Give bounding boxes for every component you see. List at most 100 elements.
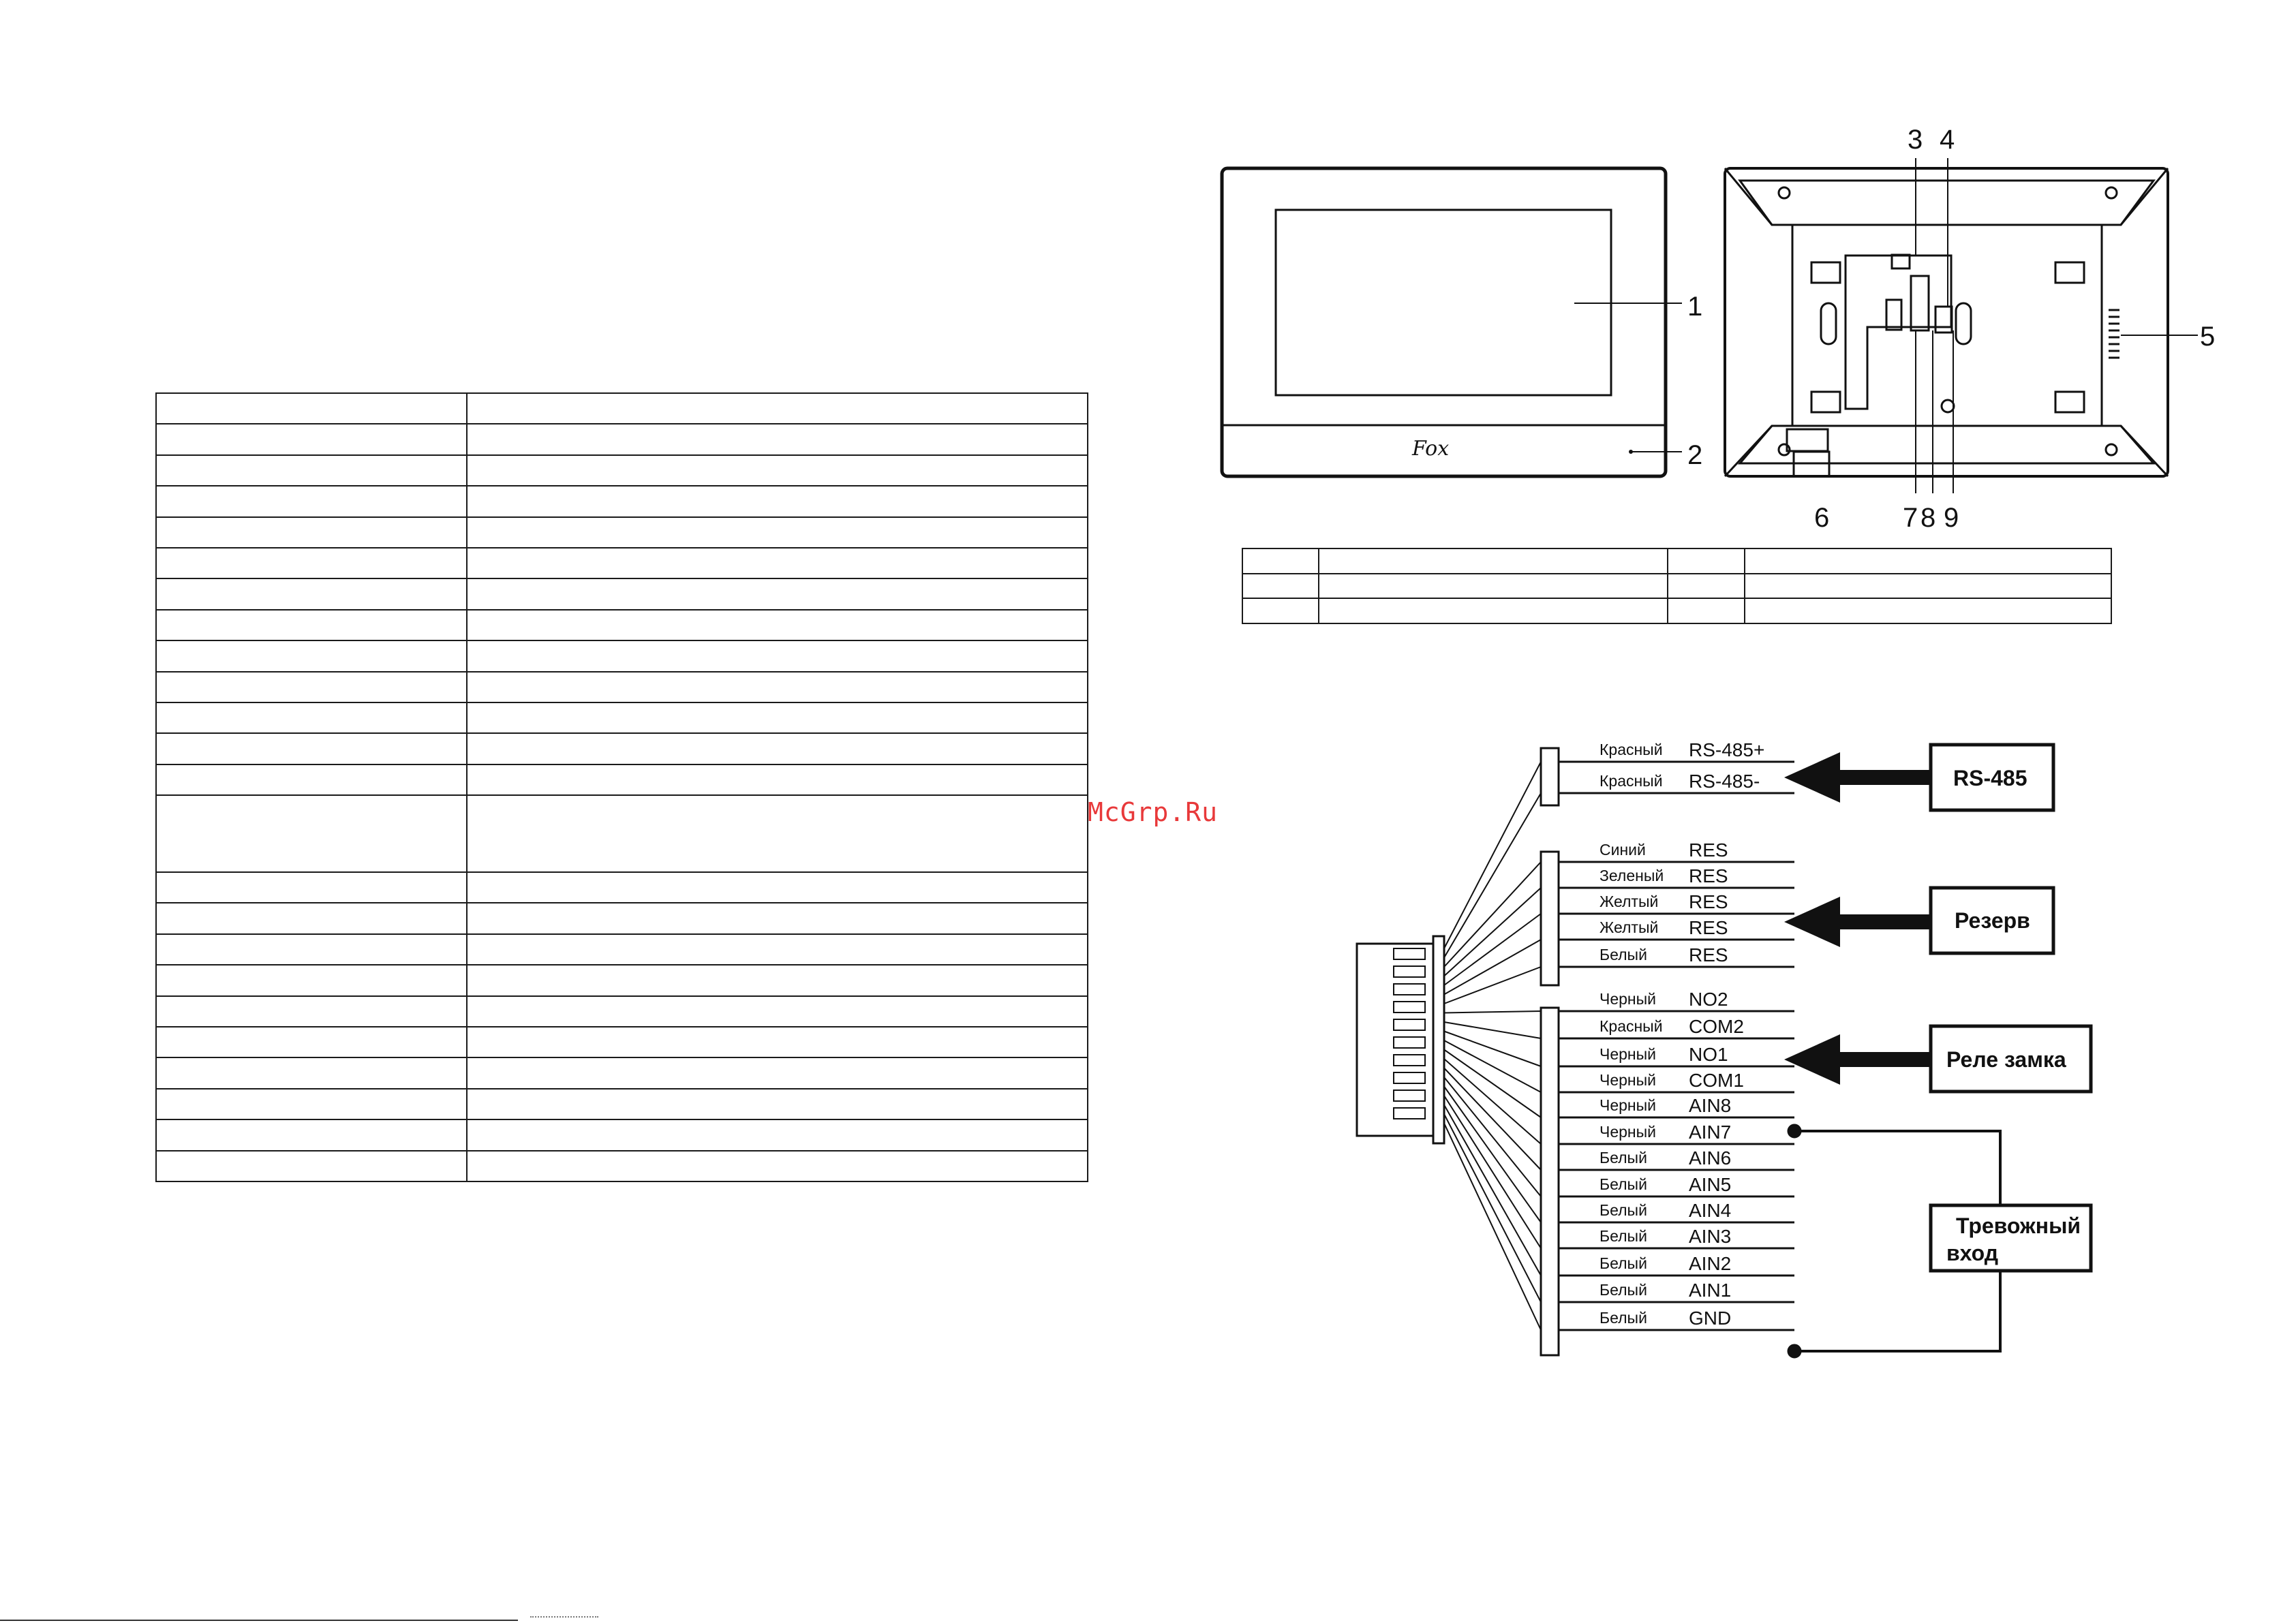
wire-color-label: Белый: [1599, 946, 1647, 963]
arrow-head-reserve: [1784, 897, 1840, 947]
table-cell: [155, 902, 468, 935]
table-row: [155, 732, 1088, 765]
footer-rule: [0, 1620, 518, 1621]
terminal-block-rs485: [1540, 747, 1560, 807]
wire-signal-label: RES: [1689, 865, 1728, 886]
table-cell: [466, 485, 1088, 518]
box-label-alarm-1: Тревожный: [1956, 1214, 2081, 1238]
table-cell: [1318, 572, 1668, 599]
connector-body: [1356, 942, 1435, 1137]
wire-fan-line: [1443, 1067, 1542, 1171]
table-cell: [466, 640, 1088, 673]
wire-fan-line: [1443, 1085, 1542, 1223]
wire-signal-label: RES: [1689, 944, 1728, 965]
callout-2: 2: [1687, 440, 1702, 470]
box-label-relay: Реле замка: [1946, 1047, 2066, 1072]
table-row: [155, 392, 1088, 425]
wire-color-label: Белый: [1599, 1175, 1647, 1193]
wire-fan-line: [1443, 1010, 1542, 1014]
table-row: [155, 763, 1088, 797]
table-cell: [155, 995, 468, 1028]
table-cell: [155, 670, 468, 703]
monitor-frame: [1220, 166, 1668, 478]
table-cell: [155, 546, 468, 580]
table-row: [155, 902, 1088, 935]
table-row: [155, 578, 1088, 610]
arrow-shaft-reserve: [1840, 914, 1931, 929]
wire-fan: [1443, 761, 1542, 1331]
wire-color-label: Белый: [1599, 1149, 1647, 1166]
alarm-link-top: [1794, 1130, 2002, 1205]
wire-color-label: Черный: [1599, 1045, 1656, 1063]
callout-3: 3: [1908, 125, 1923, 155]
wire-fan-line: [1443, 861, 1542, 968]
callout-1: 1: [1687, 292, 1702, 322]
arrow-head-relay: [1784, 1034, 1840, 1085]
table-cell: [155, 701, 468, 735]
table-cell: [155, 485, 468, 518]
table-row: [155, 1119, 1088, 1151]
callout-5: 5: [2200, 322, 2215, 352]
table-cell: [466, 546, 1088, 580]
wire-color-label: Черный: [1599, 1123, 1656, 1141]
wire-fan-line: [1443, 913, 1542, 986]
table-cell: [466, 392, 1088, 425]
table-row: [155, 964, 1088, 997]
wire-fan-line: [1443, 792, 1542, 959]
table-cell: [466, 1057, 1088, 1089]
table-row: [155, 1026, 1088, 1059]
wire-signal-label: AIN6: [1689, 1147, 1731, 1169]
connector-pins: [1393, 948, 1426, 1119]
callout-7: 7: [1903, 503, 1918, 533]
wire-fan-line: [1443, 1030, 1542, 1067]
table-cell: [155, 794, 468, 874]
callout-6: 6: [1814, 503, 1829, 533]
table-cell: [466, 516, 1088, 548]
table-row: [155, 670, 1088, 703]
wire-signal-label: RES: [1689, 917, 1728, 938]
wire-fan-line: [1443, 761, 1542, 949]
indicator-light: [1629, 450, 1633, 454]
connector-plug: [1432, 935, 1445, 1145]
wire-signal-label: NO2: [1689, 989, 1728, 1010]
box-alarm: [1929, 1203, 2093, 1273]
wire-signal-label: COM1: [1689, 1070, 1744, 1091]
wiring-diagram: [1356, 743, 2093, 1359]
wire-color-label: Черный: [1599, 1071, 1656, 1089]
wire-signal-label: NO1: [1689, 1044, 1728, 1065]
box-label-alarm-2: вход: [1946, 1241, 1998, 1265]
table-cell: [155, 964, 468, 997]
watermark: McGrp.Ru: [1088, 797, 1219, 827]
device-logo: Fox: [1411, 437, 1449, 461]
spec-table: [155, 392, 1088, 1182]
table-row: [155, 995, 1088, 1028]
table-cell: [466, 964, 1088, 997]
table-cell: [466, 608, 1088, 642]
table-cell: [466, 1026, 1088, 1059]
table-row: [155, 933, 1088, 966]
wire-signal-label: RES: [1689, 891, 1728, 912]
wire-signal-label: AIN7: [1689, 1122, 1731, 1143]
table-cell: [155, 608, 468, 642]
table-cell: [1242, 598, 1319, 624]
table-cell: [466, 933, 1088, 966]
table-cell: [155, 423, 468, 456]
table-cell: [155, 871, 468, 904]
table-row: [155, 794, 1088, 874]
wire-fan-line: [1443, 1040, 1542, 1093]
wire-fan-line: [1443, 1077, 1542, 1197]
wire-fan-line: [1443, 1049, 1542, 1118]
table-row: [155, 701, 1088, 735]
wire-signal-label: AIN2: [1689, 1253, 1731, 1274]
table-row: [155, 871, 1088, 904]
wire-color-label: Белый: [1599, 1254, 1647, 1272]
table-cell: [1744, 572, 2112, 599]
table-cell: [1242, 548, 1319, 574]
callout-9: 9: [1944, 503, 1959, 533]
wire-color-label: Черный: [1599, 1096, 1656, 1114]
wire-fan-line: [1443, 1095, 1542, 1249]
table-cell: [466, 578, 1088, 610]
signal-arrows: [1784, 752, 1931, 1085]
wire-color-label: Белый: [1599, 1281, 1647, 1299]
arrow-shaft-rs485: [1840, 770, 1931, 785]
